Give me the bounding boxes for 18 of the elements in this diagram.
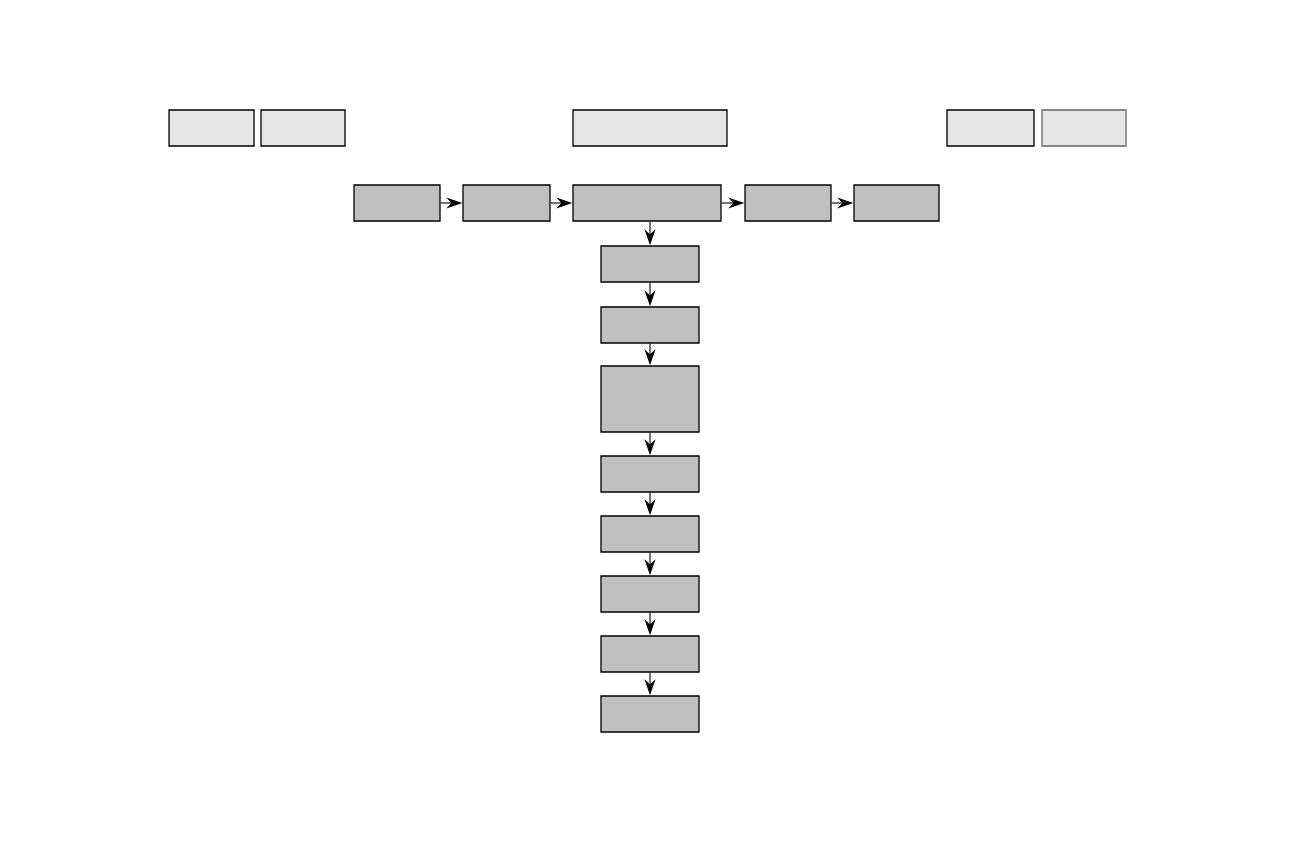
process-box <box>600 306 700 344</box>
process-box <box>353 184 441 222</box>
process-box <box>600 575 700 613</box>
header-box <box>572 109 728 147</box>
process-box <box>600 455 700 493</box>
header-box <box>946 109 1035 147</box>
header-box <box>168 109 255 147</box>
process-box <box>744 184 832 222</box>
header-box <box>1041 109 1127 147</box>
process-box <box>600 515 700 553</box>
process-box <box>600 695 700 733</box>
process-box <box>600 365 700 433</box>
process-box <box>462 184 551 222</box>
process-box <box>572 184 722 222</box>
process-box <box>853 184 940 222</box>
process-box <box>600 635 700 673</box>
process-box <box>600 245 700 283</box>
header-box <box>260 109 346 147</box>
